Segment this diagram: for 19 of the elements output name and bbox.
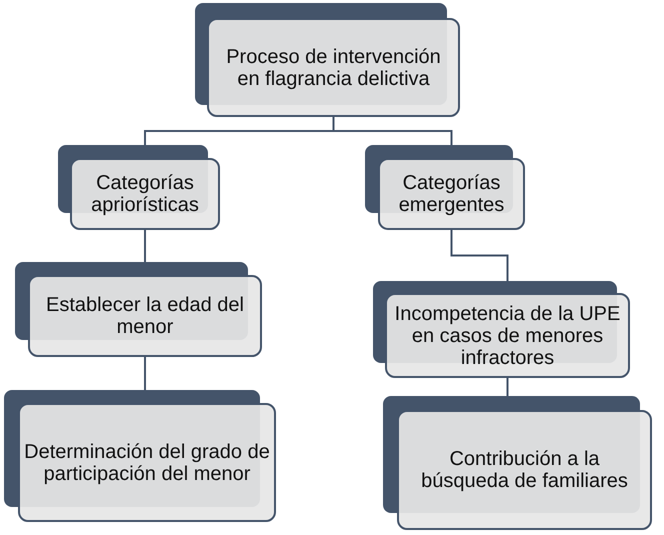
box-label: Categorías emergentes (398, 172, 506, 216)
connector-line (144, 230, 146, 262)
connector-line (506, 378, 508, 396)
connector-line (144, 357, 146, 390)
box-label: Incompetencia de la UPE en casos de menores infractores (394, 302, 622, 368)
process-box (383, 396, 652, 530)
process-box (15, 262, 262, 357)
box-label: Establecer la edad del menor (45, 294, 245, 338)
process-box (373, 281, 630, 378)
process-box (365, 145, 525, 230)
box-label: Determinación del grado de participación del menor (24, 440, 270, 484)
connector-line (450, 230, 508, 281)
box-label: Categorías apriorísticas (90, 172, 200, 216)
process-box (4, 390, 276, 522)
box-label: Contribución a la búsqueda de familiares (420, 448, 629, 492)
connector-line (332, 117, 452, 145)
process-box (195, 3, 460, 117)
box-label: Proceso de intervención en flagrancia delictiva (225, 46, 442, 90)
process-box (58, 145, 220, 230)
